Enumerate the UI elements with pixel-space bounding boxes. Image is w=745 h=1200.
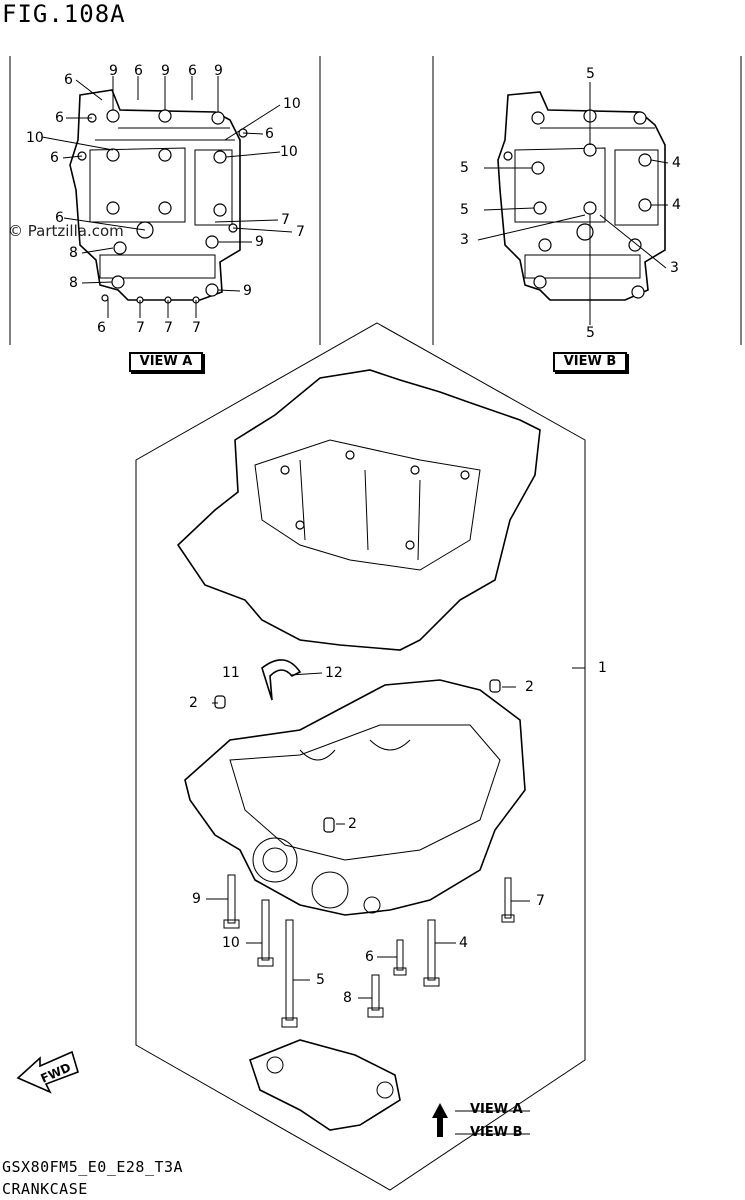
callout: 2 xyxy=(525,679,534,695)
callout: 7 xyxy=(536,893,545,909)
callout: 6 xyxy=(55,210,64,226)
callout: 5 xyxy=(460,202,469,218)
view-a-label: VIEW A xyxy=(129,352,203,372)
callout: 2 xyxy=(348,816,357,832)
callout: 4 xyxy=(459,935,468,951)
up-arrow-icon xyxy=(432,1103,448,1137)
callout: 7 xyxy=(192,320,201,336)
figure-name: CRANKCASE xyxy=(2,1180,88,1198)
callout: 7 xyxy=(281,212,290,228)
figure-code: GSX80FM5_E0_E28_T3A xyxy=(2,1158,184,1176)
view-b-label: VIEW B xyxy=(553,352,627,372)
callout: 7 xyxy=(296,224,305,240)
callout: 10 xyxy=(26,130,44,146)
callout: 10 xyxy=(280,144,298,160)
callout: 12 xyxy=(325,665,343,681)
callout: 6 xyxy=(188,63,197,79)
main-drawing xyxy=(16,322,586,1191)
callout: 6 xyxy=(97,320,106,336)
callout: 5 xyxy=(316,972,325,988)
watermark: © Partzilla.com xyxy=(8,222,124,240)
callout: 8 xyxy=(69,245,78,261)
view-a-drawing xyxy=(9,56,321,345)
view-a-ref: VIEW A xyxy=(470,1102,523,1117)
callout: 11 xyxy=(222,665,240,681)
callout: 6 xyxy=(55,110,64,126)
callout: 10 xyxy=(283,96,301,112)
callout: 9 xyxy=(255,234,264,250)
callout: 9 xyxy=(161,63,170,79)
callout: 6 xyxy=(265,126,274,142)
callout: 8 xyxy=(343,990,352,1006)
callout: 1 xyxy=(598,660,607,676)
callout: 9 xyxy=(214,63,223,79)
view-b-ref: VIEW B xyxy=(470,1125,523,1140)
callout: 6 xyxy=(134,63,143,79)
fwd-arrow-icon xyxy=(16,1050,79,1094)
figure-title: FIG.108A xyxy=(2,0,126,28)
callout: 9 xyxy=(243,283,252,299)
callout: 4 xyxy=(672,197,681,213)
callout: 8 xyxy=(69,275,78,291)
callout: 3 xyxy=(460,232,469,248)
callout: 4 xyxy=(672,155,681,171)
callout: 10 xyxy=(222,935,240,951)
callout: 6 xyxy=(365,949,374,965)
callout: 5 xyxy=(586,325,595,341)
callout: 2 xyxy=(189,695,198,711)
callout: 9 xyxy=(109,63,118,79)
callout: 7 xyxy=(136,320,145,336)
callout: 3 xyxy=(670,260,679,276)
callout: 6 xyxy=(64,72,73,88)
callout: 5 xyxy=(586,66,595,82)
callout: 9 xyxy=(192,891,201,907)
callout: 7 xyxy=(164,320,173,336)
callout: 6 xyxy=(50,150,59,166)
callout: 5 xyxy=(460,160,469,176)
view-b-drawing xyxy=(432,56,742,345)
